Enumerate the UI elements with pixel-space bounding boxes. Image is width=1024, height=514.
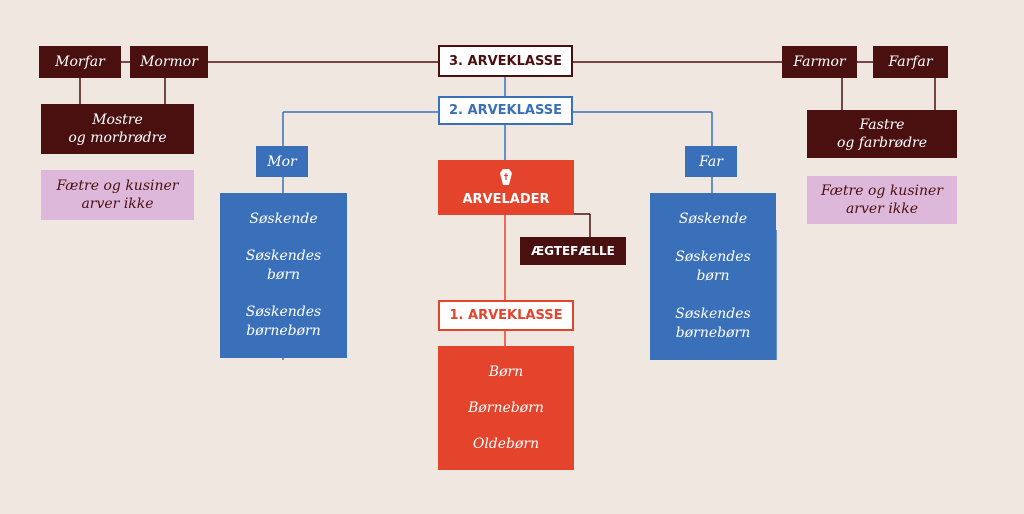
maternal-cousins-box: Fætre og kusiner arver ikke: [41, 170, 194, 220]
class2-label: 2. ARVEKLASSE: [449, 103, 562, 118]
paternal-cousins-line1: Fætre og kusiner: [821, 182, 943, 199]
father-siblings-grandchildren: Søskendes børnebørn: [675, 305, 750, 343]
maternal-cousins-line1: Fætre og kusiner: [56, 177, 179, 194]
great-grandchildren-label: Oldebørn: [472, 435, 540, 452]
farmor-label: Farmor: [793, 54, 846, 70]
mother-siblings-children-line1: Søskendes: [245, 248, 322, 265]
deceased-box: ARVELADER: [438, 160, 574, 215]
father-siblings-box: Søskende Søskendes børn Søskendes børneb…: [650, 193, 776, 360]
class3-label-box: 3. ARVEKLASSE: [438, 45, 573, 77]
mormor-box: Mormor: [130, 46, 208, 78]
maternal-aunts-uncles-line1: Mostre: [92, 111, 143, 128]
spouse-box: ÆGTEFÆLLE: [520, 237, 626, 265]
father-siblings: Søskende: [678, 211, 748, 228]
mother-siblings: Søskende: [249, 211, 318, 228]
mother-siblings-children: Søskendes børn: [246, 247, 321, 285]
deceased-label: ARVELADER: [462, 191, 550, 207]
maternal-cousins-line2: arver ikke: [81, 196, 154, 212]
farfar-label: Farfar: [888, 54, 933, 70]
father-siblings-grandchildren-line2: børnebørn: [675, 324, 751, 341]
coffin-icon: [500, 168, 512, 189]
class3-label: 3. ARVEKLASSE: [449, 53, 562, 69]
mother-label: Mor: [267, 153, 297, 170]
father-siblings-children-line1: Søskendes: [675, 249, 751, 266]
paternal-aunts-uncles-line1: Fastre: [859, 116, 905, 133]
paternal-aunts-uncles-line2: og farbrødre: [836, 135, 928, 151]
farmor-box: Farmor: [782, 46, 857, 78]
paternal-cousins-line2: arver ikke: [845, 201, 919, 217]
descendants-box: Børn Børnebørn Oldebørn: [438, 346, 574, 470]
paternal-cousins-box: Fætre og kusiner arver ikke: [807, 176, 957, 224]
maternal-aunts-uncles-line2: og morbrødre: [68, 130, 167, 146]
mother-siblings-box: Søskende Søskendes børn Søskendes børneb…: [220, 193, 347, 358]
father-label: Far: [699, 153, 723, 170]
grandchildren-label: Børnebørn: [468, 399, 544, 416]
morfar-box: Morfar: [39, 46, 121, 78]
mother-siblings-grandchildren: Søskendes børnebørn: [246, 303, 321, 341]
maternal-aunts-uncles-box: Mostre og morbrødre: [41, 104, 194, 154]
class1-label: 1. ARVEKLASSE: [449, 308, 563, 323]
father-box: Far: [685, 146, 737, 177]
spouse-label: ÆGTEFÆLLE: [531, 244, 615, 258]
mother-box: Mor: [256, 146, 308, 177]
father-siblings-grandchildren-line1: Søskendes: [675, 305, 751, 322]
farfar-box: Farfar: [873, 46, 948, 78]
class2-label-box: 2. ARVEKLASSE: [438, 96, 573, 125]
father-siblings-children: Søskendes børn: [675, 248, 750, 286]
mother-siblings-grandchildren-line1: Søskendes: [245, 304, 322, 321]
father-siblings-children-line2: børn: [696, 268, 730, 285]
mormor-label: Mormor: [140, 54, 198, 70]
mother-siblings-grandchildren-line2: børnebørn: [246, 322, 321, 339]
morfar-label: Morfar: [55, 54, 105, 70]
children-label: Børn: [488, 363, 524, 380]
mother-siblings-children-line2: børn: [266, 267, 301, 284]
paternal-aunts-uncles-box: Fastre og farbrødre: [807, 110, 957, 158]
class1-label-box: 1. ARVEKLASSE: [438, 300, 574, 331]
